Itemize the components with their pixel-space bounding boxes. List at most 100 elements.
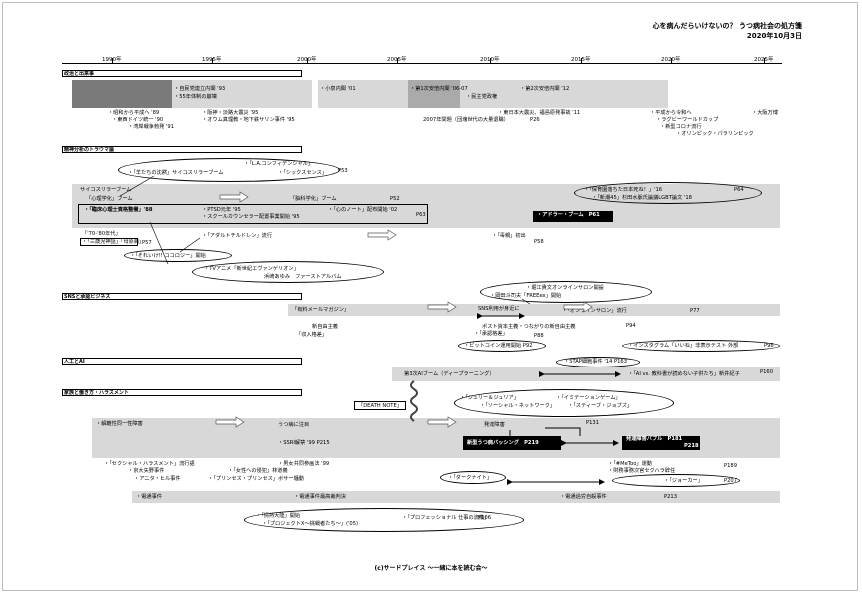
footer-credit: (c)サードプレイス ～一緒に本を読む会～ [374, 565, 488, 572]
page-ref: P218 [684, 443, 699, 449]
salon-oval [480, 281, 652, 303]
section-politics-header: 政治と出来事 [62, 70, 302, 77]
page-ref: P77 [690, 308, 700, 314]
hollow-arrow [219, 191, 249, 203]
work-label: 発達障害 [484, 422, 505, 428]
year-tick [671, 58, 672, 63]
trauma-event: ・「保育園落ちた日本死ね！」'16 [584, 187, 663, 193]
adler-label: ・アドラー・ブーム [537, 212, 584, 218]
politics-event: ・平成から令和へ [650, 110, 692, 116]
pointer-line [119, 175, 155, 197]
page-ref: P88 [534, 333, 544, 339]
sns-event: ・堀江貴文オンラインサロン開設 [526, 285, 604, 291]
film-item: ・「ジュリー＆ジュリア」 [460, 395, 519, 401]
politics-event: ・湾岸戦争勃発 '91 [128, 124, 174, 130]
politics-period-bar [460, 80, 518, 108]
work-label: うつ病に注目 [278, 422, 310, 428]
politics-event: ・オリンピック・パラリンピック [676, 131, 754, 137]
ai-label: 第3次AIブーム（ディープラーニング） [404, 371, 495, 377]
page-ref: P52 [390, 196, 400, 202]
film-item: ・「ジョーカー」 [664, 478, 703, 484]
politics-period-bar [172, 80, 312, 108]
page-ref: P160 [760, 369, 774, 375]
sns-band [288, 304, 780, 316]
adler-boom-bar: ・アドラー・ブーム P61 [533, 211, 613, 222]
timeline-ruler [62, 63, 782, 64]
trauma-event: ・TVアニメ「新世紀エヴァンゲリオン」 [204, 266, 299, 272]
trauma-event: ・「三歳児神話」「母原病」 [82, 239, 145, 245]
trauma-highlight-box [78, 204, 428, 224]
year-label: 2020年 [661, 57, 681, 63]
trauma-event: ・「新潮45」杉田水脈氏論議LGBT論文 '18 [592, 195, 692, 201]
hollow-arrow [427, 416, 457, 428]
bitcoin-oval [458, 340, 546, 352]
work-event: ・電通事件 [136, 494, 162, 500]
politics-event: ・55年体制の崩壊 [174, 94, 217, 100]
darknight-oval [440, 471, 506, 484]
movie-item: ・「シックスセンス」 [278, 170, 328, 176]
page-ref: P189 [724, 463, 738, 469]
trauma-event: ・「アダルトチルドレン」流行 [202, 233, 273, 239]
page-ref: P63 [416, 212, 426, 218]
tv-oval [124, 249, 232, 262]
trauma-event: ・「それいけ!! ココロジー」開始 [130, 253, 206, 259]
newtype-label: 新型うつ病バッシング [467, 440, 519, 446]
page-ref: P106 [478, 515, 492, 521]
trauma-event: ・「臨床心理士資格整備」'88 [84, 207, 153, 213]
tv-program: ・「プロフェッショナル 仕事の流儀」 [402, 515, 490, 521]
hollow-arrow [215, 416, 245, 428]
politics-event: ・民主党政権 [466, 94, 498, 100]
sns-label: 「有料メールマガジン」 [292, 307, 350, 313]
sns-event: ・インスタグラム「いいね」非表示テスト 外部 [628, 343, 739, 349]
karoshi-band [132, 491, 780, 503]
year-label: 1990年 [102, 57, 122, 63]
year-label: 2015年 [571, 57, 591, 63]
movie-item: ・「羊たちの沈黙」サイコスリラーブーム [128, 170, 224, 176]
politics-event: ・自民党連立内閣 '93 [174, 86, 226, 92]
page-ref: P98 [764, 343, 774, 349]
anime-oval [192, 261, 384, 283]
movie-item: ・「L.A.コンフィデンシャル」 [244, 161, 314, 167]
ai-event: ・STAP細胞事件 '14 P163 [564, 359, 628, 365]
hollow-arrow [563, 301, 593, 313]
trauma-label: 「'70-'80年代」 [82, 231, 121, 237]
section-trauma-header: 精神分析のトラウマ論 [62, 146, 302, 153]
section-ai-header: 人工とAI [62, 358, 302, 365]
film-item: ・「イミテーションゲーム」 [556, 395, 621, 401]
work-event: ・財務事務次官セクハラ辞任 [608, 468, 676, 474]
wavy-line [410, 380, 418, 422]
page-title: 心を病んだらいけないの？ うつ病社会の処方箋 [652, 22, 802, 30]
page-date: 2020年10月3日 [746, 32, 802, 40]
politics-period-bar [318, 80, 408, 108]
trauma-label: サイコスリラーブーム [80, 187, 132, 193]
year-label: 2000年 [297, 57, 317, 63]
hollow-arrow [367, 229, 397, 241]
tv-program: ・「情熱大陸」開始 [256, 513, 301, 519]
newtype-depression-bar: 新型うつ病バッシング P219 [463, 436, 561, 450]
trauma-event: ・「心のノート」配布開始 '02 [328, 207, 398, 213]
year-tick [490, 58, 491, 63]
year-tick [397, 58, 398, 63]
film-oval [454, 389, 674, 417]
politics-event: ・オウム真理教・地下鉄サリン事件 '95 [202, 117, 295, 123]
politics-event: ・大阪万博 [752, 110, 778, 116]
page-ref: P53 [338, 168, 348, 174]
work-event: ・アニタ・ヒル事件 [134, 476, 181, 482]
year-tick [764, 58, 765, 63]
year-tick [112, 58, 113, 63]
insta-oval [622, 340, 780, 352]
politics-period-bar [72, 80, 172, 108]
page-ref: P207 [724, 478, 738, 484]
page-ref: P61 [588, 212, 600, 218]
politics-event: 2007年問題（団塊世代の大量退職） [423, 117, 509, 123]
sns-event: ・岡田斗司夫「FREEex」開始 [490, 293, 562, 299]
work-event: ・電通過労自殺事件 [560, 494, 607, 500]
movie-oval [118, 158, 340, 182]
page-ref: P58 [534, 239, 544, 245]
pointer-line [149, 221, 169, 265]
work-label: ・解離性同一性障害 [96, 421, 143, 427]
joker-oval [612, 474, 740, 487]
page-ref: P64 [734, 187, 744, 193]
